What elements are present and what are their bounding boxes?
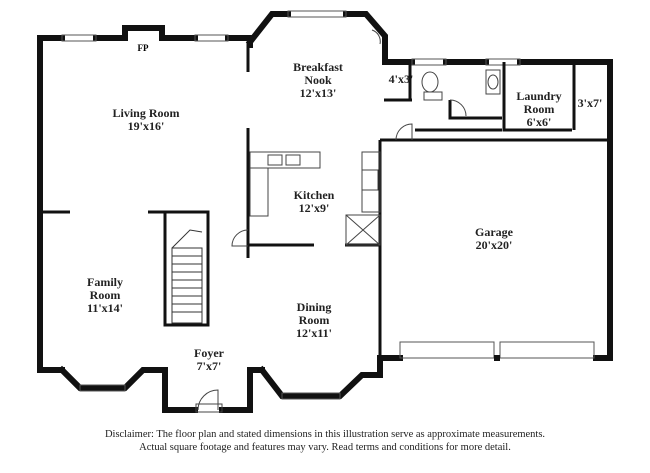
disclaimer-line-2: Actual square footage and features may v… — [139, 442, 511, 453]
kitchen-fixtures — [249, 151, 381, 246]
foyer-name: Foyer — [194, 346, 224, 360]
foyer-dims: 7'x7' — [196, 359, 222, 373]
closet-label: 4'x3' — [389, 73, 414, 86]
dining-room-dims: 12'x11' — [295, 326, 332, 340]
garage-label: Garage 20'x20' — [475, 226, 513, 252]
kitchen-label: Kitchen 12'x9' — [294, 189, 335, 215]
living-room-dims: 19'x16' — [127, 119, 165, 133]
breakfast-nook-dims: 12'x13' — [299, 86, 337, 100]
windows — [61, 10, 595, 400]
laundry-room-dims: 6'x6' — [526, 115, 552, 129]
family-room-name: Family Room — [87, 275, 123, 302]
closet-dims: 4'x3' — [388, 72, 414, 86]
foyer-label: Foyer 7'x7' — [194, 347, 224, 373]
kitchen-dims: 12'x9' — [298, 201, 330, 215]
doors — [195, 29, 467, 413]
kitchen-name: Kitchen — [293, 188, 335, 202]
breakfast-nook-name: Breakfast Nook — [293, 60, 343, 87]
family-room-dims: 11'x14' — [86, 301, 123, 315]
laundry-room-name: Laundry Room — [516, 89, 562, 116]
disclaimer-line-1: Disclaimer: The floor plan and stated di… — [104, 429, 546, 440]
dining-room-name: Dining Room — [296, 300, 332, 327]
living-room-name: Living Room — [112, 106, 180, 120]
garage-dims: 20'x20' — [475, 238, 513, 252]
breakfast-nook-label: Breakfast Nook 12'x13' — [283, 61, 353, 100]
stairs — [171, 229, 203, 324]
dining-room-label: Dining Room 12'x11' — [284, 301, 344, 340]
disclaimer: Disclaimer: The floor plan and stated di… — [0, 428, 650, 454]
garage-name: Garage — [475, 225, 513, 239]
fireplace-label: FP — [137, 43, 149, 53]
storage-label: 3'x7' — [578, 97, 603, 110]
storage-dims: 3'x7' — [577, 96, 603, 110]
bath-fixtures — [421, 69, 501, 101]
exterior-walls — [37, 11, 613, 413]
living-room-label: Living Room 19'x16' — [112, 107, 179, 133]
family-room-label: Family Room 11'x14' — [75, 276, 135, 315]
laundry-room-label: Laundry Room 6'x6' — [509, 90, 569, 129]
